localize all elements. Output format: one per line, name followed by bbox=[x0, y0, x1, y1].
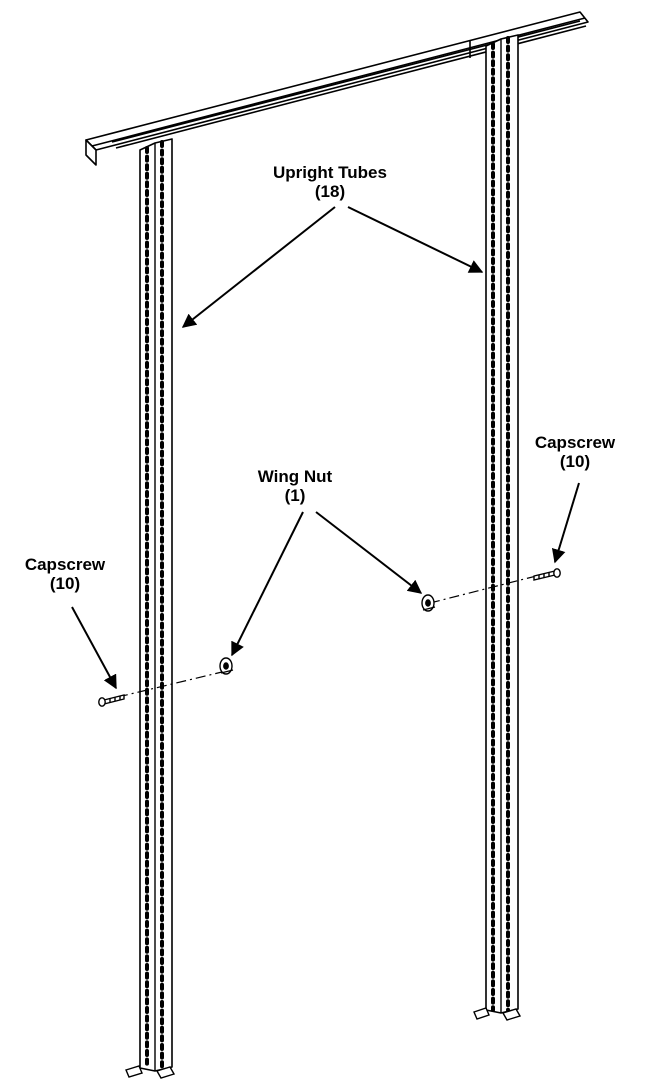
arrow-upright-left bbox=[181, 206, 336, 328]
callout-capscrew-left-name: Capscrew bbox=[24, 555, 106, 574]
callout-capscrew-right: Capscrew (10) bbox=[515, 433, 635, 471]
callout-capscrew-right-name: Capscrew bbox=[534, 433, 616, 452]
callout-capscrew-right-qty: (10) bbox=[559, 452, 591, 471]
arrow-capscrew-left bbox=[71, 606, 117, 690]
arrow-wingnut-right bbox=[315, 511, 423, 594]
arrow-wingnut-left bbox=[231, 511, 304, 657]
upright-tube-right bbox=[473, 34, 522, 1021]
callout-wing-nut-name: Wing Nut bbox=[257, 467, 333, 486]
capscrew-right-part bbox=[533, 568, 561, 581]
callout-capscrew-left-qty: (10) bbox=[49, 574, 81, 593]
top-rail bbox=[85, 11, 589, 166]
arrow-upright-right bbox=[347, 206, 484, 273]
wing-nut-left-part bbox=[219, 657, 234, 675]
assembly-axis-lines bbox=[117, 572, 549, 698]
callout-upright-tubes-qty: (18) bbox=[314, 182, 346, 201]
wing-nut-right-part bbox=[421, 594, 436, 612]
callout-wing-nut-qty: (1) bbox=[284, 486, 306, 505]
leader-arrows bbox=[71, 206, 580, 690]
upright-tube-left bbox=[125, 138, 176, 1079]
callout-upright-tubes-name: Upright Tubes bbox=[273, 163, 387, 182]
callout-upright-tubes: Upright Tubes (18) bbox=[250, 163, 410, 201]
arrow-capscrew-right bbox=[551, 482, 580, 564]
capscrew-left-part bbox=[98, 694, 125, 707]
callout-wing-nut: Wing Nut (1) bbox=[235, 467, 355, 505]
callout-capscrew-left: Capscrew (10) bbox=[0, 555, 130, 593]
